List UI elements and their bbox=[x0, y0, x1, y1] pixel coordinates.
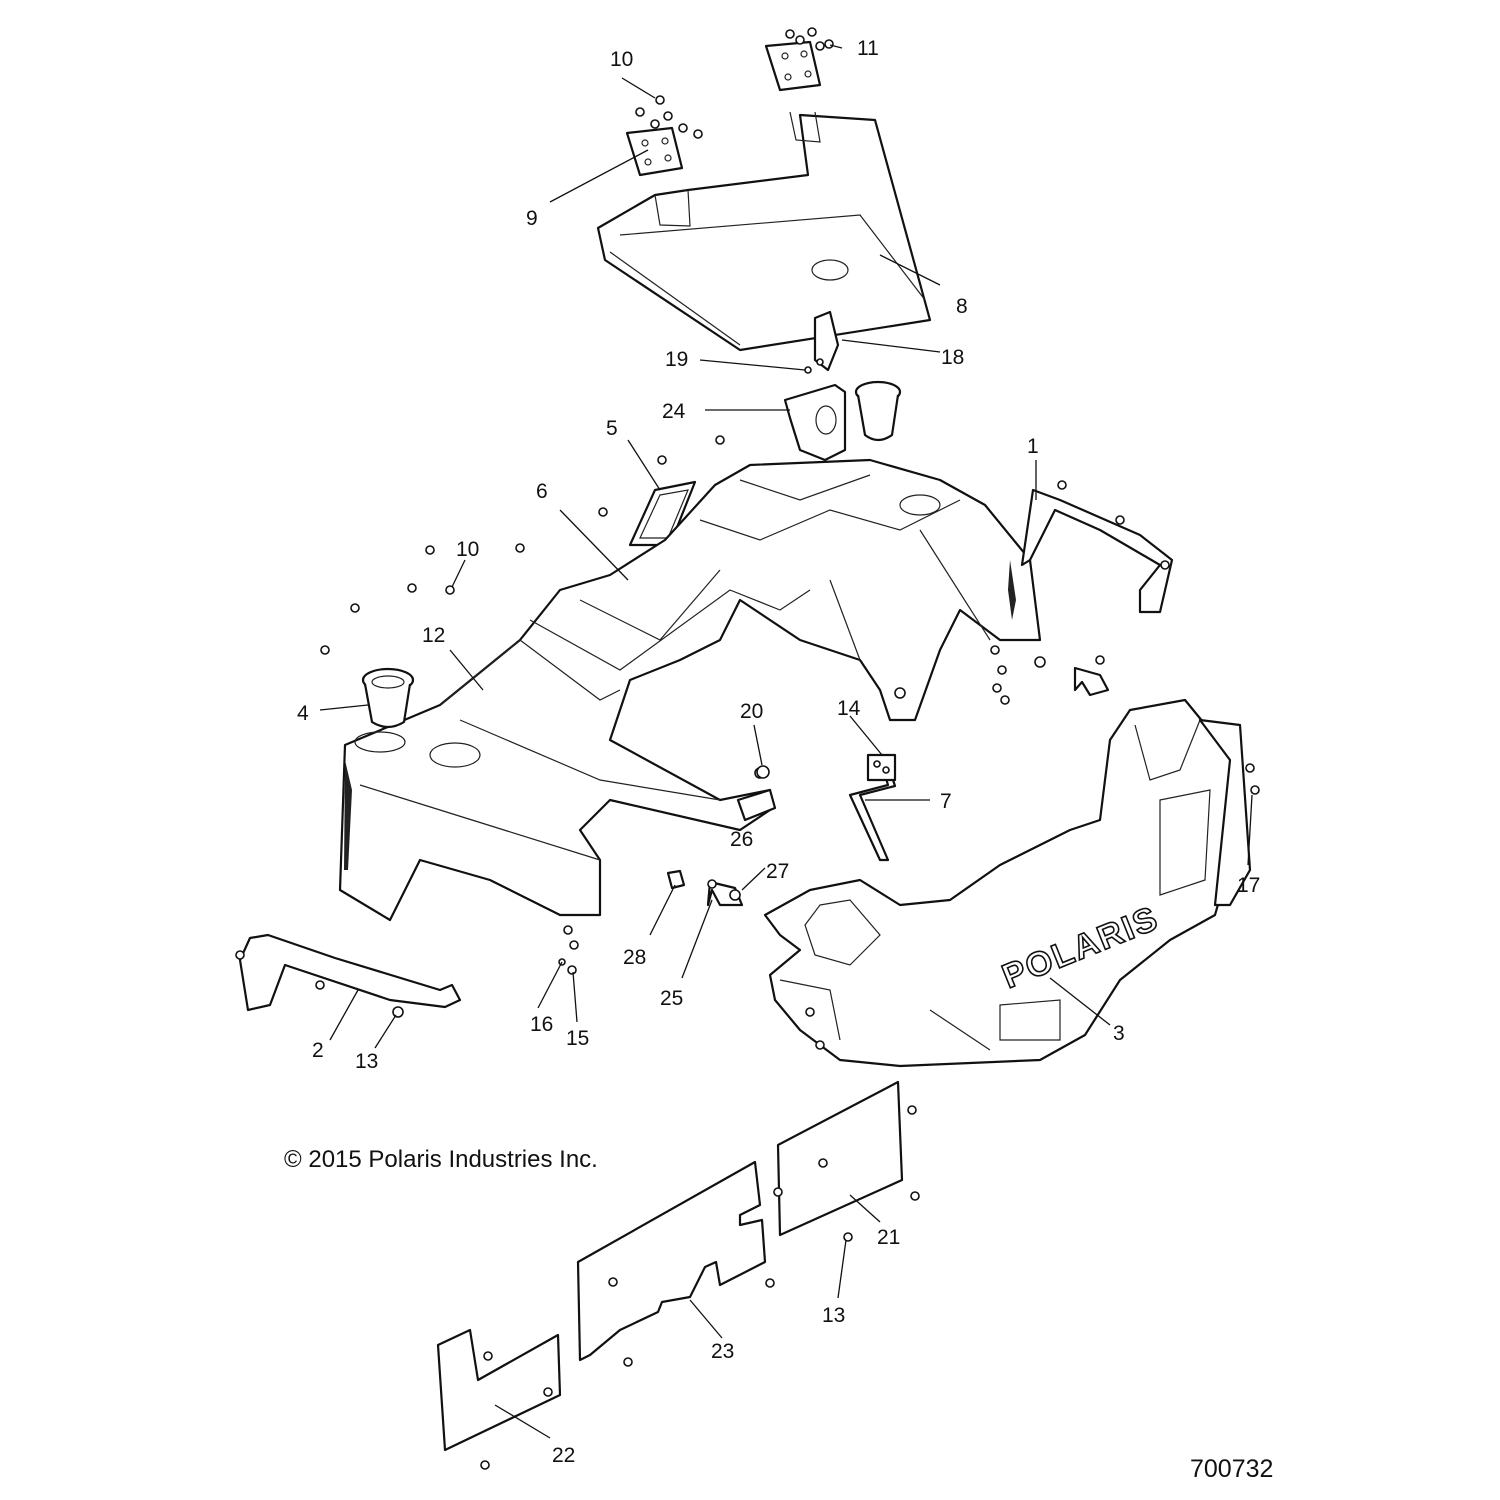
part-1-bracket-right[interactable] bbox=[1020, 480, 1174, 614]
callout-9[interactable]: 9 bbox=[526, 207, 538, 230]
callout-8[interactable]: 8 bbox=[956, 295, 968, 318]
callout-21[interactable]: 21 bbox=[877, 1226, 900, 1249]
part-28-clip[interactable] bbox=[666, 869, 686, 890]
part-6-main-body[interactable] bbox=[338, 458, 1042, 922]
callout-3[interactable]: 3 bbox=[1113, 1022, 1125, 1045]
callout-22[interactable]: 22 bbox=[552, 1444, 575, 1467]
part-19-clip[interactable] bbox=[804, 358, 824, 374]
part-20-bolt[interactable] bbox=[756, 765, 770, 779]
callout-25[interactable]: 25 bbox=[660, 987, 683, 1010]
callout-17[interactable]: 17 bbox=[1237, 874, 1260, 897]
callout-16[interactable]: 16 bbox=[530, 1013, 553, 1036]
hinge-bolts bbox=[635, 27, 834, 139]
callout-27[interactable]: 27 bbox=[766, 860, 789, 883]
callout-20[interactable]: 20 bbox=[740, 700, 763, 723]
leader-lines bbox=[319, 44, 1253, 1439]
cup-opening-left bbox=[354, 731, 406, 753]
callout-2[interactable]: 2 bbox=[312, 1039, 324, 1062]
part-8-top-cover[interactable] bbox=[596, 111, 932, 352]
front-body-bolts bbox=[805, 1007, 825, 1050]
copyright-notice: © 2015 Polaris Industries Inc. bbox=[284, 1146, 598, 1173]
callout-23[interactable]: 23 bbox=[711, 1340, 734, 1363]
diagram-number: 700732 bbox=[1190, 1455, 1274, 1483]
callout-19[interactable]: 19 bbox=[665, 348, 688, 371]
part-18-latch[interactable] bbox=[813, 310, 840, 372]
callout-7[interactable]: 7 bbox=[940, 790, 952, 813]
callout-6[interactable]: 6 bbox=[536, 480, 548, 503]
callout-28[interactable]: 28 bbox=[623, 946, 646, 969]
part-9-hinge-left[interactable] bbox=[625, 126, 684, 177]
callout-labels: 1 2 3 4 5 6 7 8 9 10 10 11 12 13 13 14 1… bbox=[297, 37, 1260, 1467]
body-bolts bbox=[320, 435, 1010, 975]
part-3-front-body[interactable]: POLARIS bbox=[763, 698, 1252, 1068]
part-14-bracket[interactable] bbox=[866, 753, 897, 782]
callout-10-top[interactable]: 10 bbox=[610, 48, 633, 71]
callout-11[interactable]: 11 bbox=[857, 37, 879, 60]
part-23-skid-plate[interactable] bbox=[576, 1160, 775, 1367]
callout-10-body[interactable]: 10 bbox=[456, 538, 479, 561]
part-11-hinge-right[interactable] bbox=[764, 40, 822, 92]
part-22-skid-plate[interactable] bbox=[436, 1328, 562, 1470]
callout-24[interactable]: 24 bbox=[662, 400, 686, 423]
callout-4[interactable]: 4 bbox=[297, 702, 309, 725]
tie-down-hook-right[interactable] bbox=[1034, 655, 1110, 697]
callout-14[interactable]: 14 bbox=[837, 697, 861, 720]
callout-18[interactable]: 18 bbox=[941, 346, 964, 369]
part-24-storage-box[interactable] bbox=[783, 383, 847, 462]
part-17-bolts[interactable] bbox=[1245, 763, 1260, 795]
callout-13-bracket[interactable]: 13 bbox=[355, 1050, 378, 1073]
part-21-skid-plate[interactable] bbox=[773, 1080, 920, 1242]
part-2-bracket-left[interactable] bbox=[235, 933, 462, 1018]
callout-15[interactable]: 15 bbox=[566, 1027, 589, 1050]
callout-12[interactable]: 12 bbox=[422, 624, 445, 647]
callout-13-skid[interactable]: 13 bbox=[822, 1304, 845, 1327]
cup-holder-top[interactable] bbox=[854, 380, 902, 442]
bolt-near-27 bbox=[707, 879, 717, 889]
part-4-cup-holder[interactable] bbox=[361, 667, 415, 729]
callout-5[interactable]: 5 bbox=[606, 417, 618, 440]
callout-26[interactable]: 26 bbox=[730, 828, 753, 851]
callout-1[interactable]: 1 bbox=[1027, 435, 1039, 458]
part-27-bolt[interactable] bbox=[729, 889, 741, 901]
part-26-bracket[interactable] bbox=[736, 788, 777, 822]
